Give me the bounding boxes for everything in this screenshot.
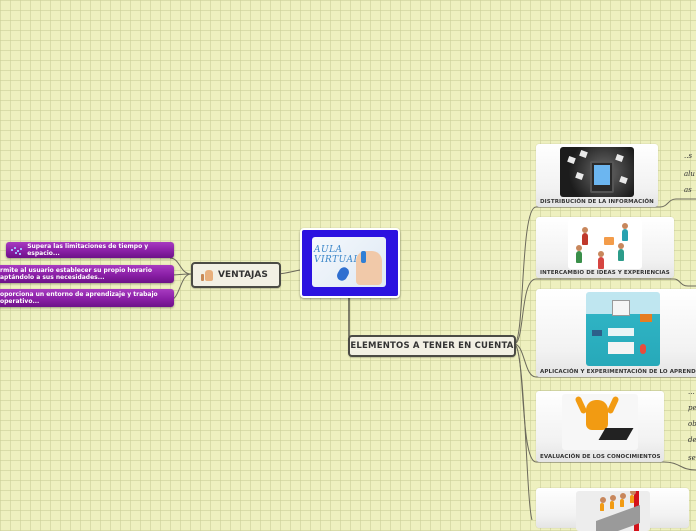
note-fragment: alu (684, 170, 695, 178)
celebrating-figure-image (562, 394, 638, 450)
note-fragment: de (688, 436, 696, 444)
card-caption: APLICACIÓN Y EXPERIMENTACIÓN DE LO APREN… (540, 369, 696, 375)
ventajas-item-text-line1: rmite al usuario establecer su propio ho… (0, 267, 152, 274)
central-topic-image[interactable]: AULA VIRTUAL (300, 228, 400, 298)
card-caption: EVALUACIÓN DE LOS CONOCIMIENTOS (540, 454, 661, 460)
card-aplicacion[interactable]: APLICACIÓN Y EXPERIMENTACIÓN DE LO APREN… (536, 289, 696, 377)
sparkle-icon (10, 246, 23, 255)
mouse-icon (335, 265, 351, 283)
marker-icon (361, 251, 366, 263)
thumbs-up-icon (201, 269, 213, 281)
card-intercambio[interactable]: INTERCAMBIO DE IDEAS Y EXPERIENCIAS (536, 217, 674, 278)
ventajas-item-text: Supera las limitaciones de tiempo y espa… (27, 243, 149, 257)
topic-ventajas[interactable]: VENTAJAS (191, 262, 281, 288)
topic-label: ELEMENTOS A TENER EN CUENTA (350, 341, 514, 351)
card-caption: INTERCAMBIO DE IDEAS Y EXPERIENCIAS (540, 270, 670, 276)
image-title: AULA VIRTUAL (314, 245, 360, 265)
note-fragment: se (688, 454, 696, 462)
ventajas-item-text-line2: aptándolo a sus necesidades... (0, 274, 105, 281)
card-team-climbing[interactable] (536, 488, 689, 531)
hand-icon (356, 251, 382, 285)
aula-virtual-image: AULA VIRTUAL (312, 237, 386, 287)
team-climbing-image (576, 491, 650, 531)
people-laptops-image (568, 219, 642, 269)
lab-equipment-image (586, 292, 660, 366)
ventajas-item-text-line1: oporciona un entorno de aprendizaje y tr… (0, 291, 158, 298)
card-caption: DISTRIBUCIÓN DE LA INFORMACIÓN (540, 199, 654, 205)
topic-label: VENTAJAS (218, 270, 268, 280)
note-fragment: ..s (684, 152, 693, 160)
ventajas-item-text-line2: operativo... (0, 298, 40, 305)
note-fragment: pe (688, 404, 696, 412)
note-fragment: ... (688, 388, 695, 396)
ventajas-item-1[interactable]: Supera las limitaciones de tiempo y espa… (6, 242, 174, 258)
tablet-papers-image (560, 147, 634, 197)
note-fragment: ob (688, 420, 696, 428)
note-fragment: as (684, 186, 692, 194)
card-evaluacion[interactable]: EVALUACIÓN DE LOS CONOCIMIENTOS (536, 391, 664, 462)
ventajas-item-2[interactable]: rmite al usuario establecer su propio ho… (0, 265, 174, 283)
card-distribucion[interactable]: DISTRIBUCIÓN DE LA INFORMACIÓN (536, 144, 658, 207)
ventajas-item-3[interactable]: oporciona un entorno de aprendizaje y tr… (0, 289, 174, 307)
topic-elementos[interactable]: ELEMENTOS A TENER EN CUENTA (348, 335, 516, 357)
